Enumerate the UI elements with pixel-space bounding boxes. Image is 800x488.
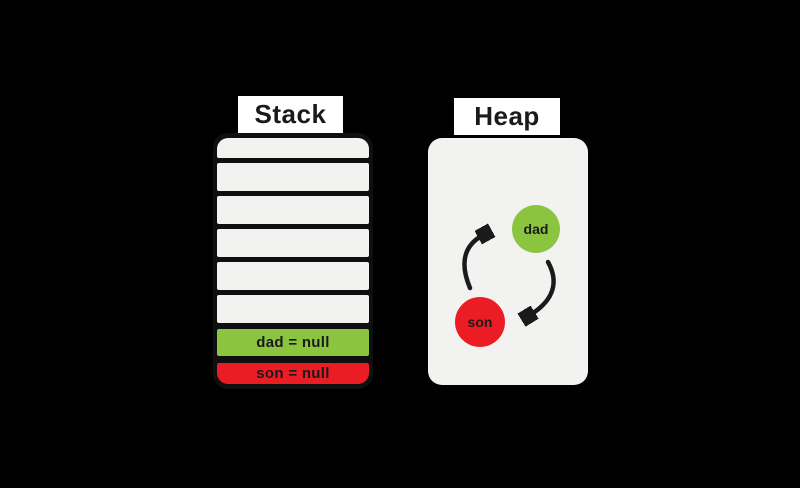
stack-slot-empty [217,229,369,257]
heap-arrows [462,138,556,385]
stack-slot-empty [217,262,369,290]
heap-node-son: son [455,297,505,347]
curved-arrow-son-to-dad-icon [462,235,483,291]
stack-variable-son: son = null [217,363,369,384]
heap-title: Heap [454,98,560,135]
stack-slot-empty [217,138,369,158]
stack-box: dad = null son = null [213,133,373,389]
stack-slot-empty [217,163,369,191]
stack-slot-empty [217,295,369,323]
stack-slot-empty [217,196,369,224]
heap-node-dad: dad [512,205,560,253]
stack-variable-dad: dad = null [217,329,369,356]
heap-box: dad son [428,138,588,385]
stack-title: Stack [238,96,343,133]
curved-arrow-dad-to-son-icon [530,259,556,315]
